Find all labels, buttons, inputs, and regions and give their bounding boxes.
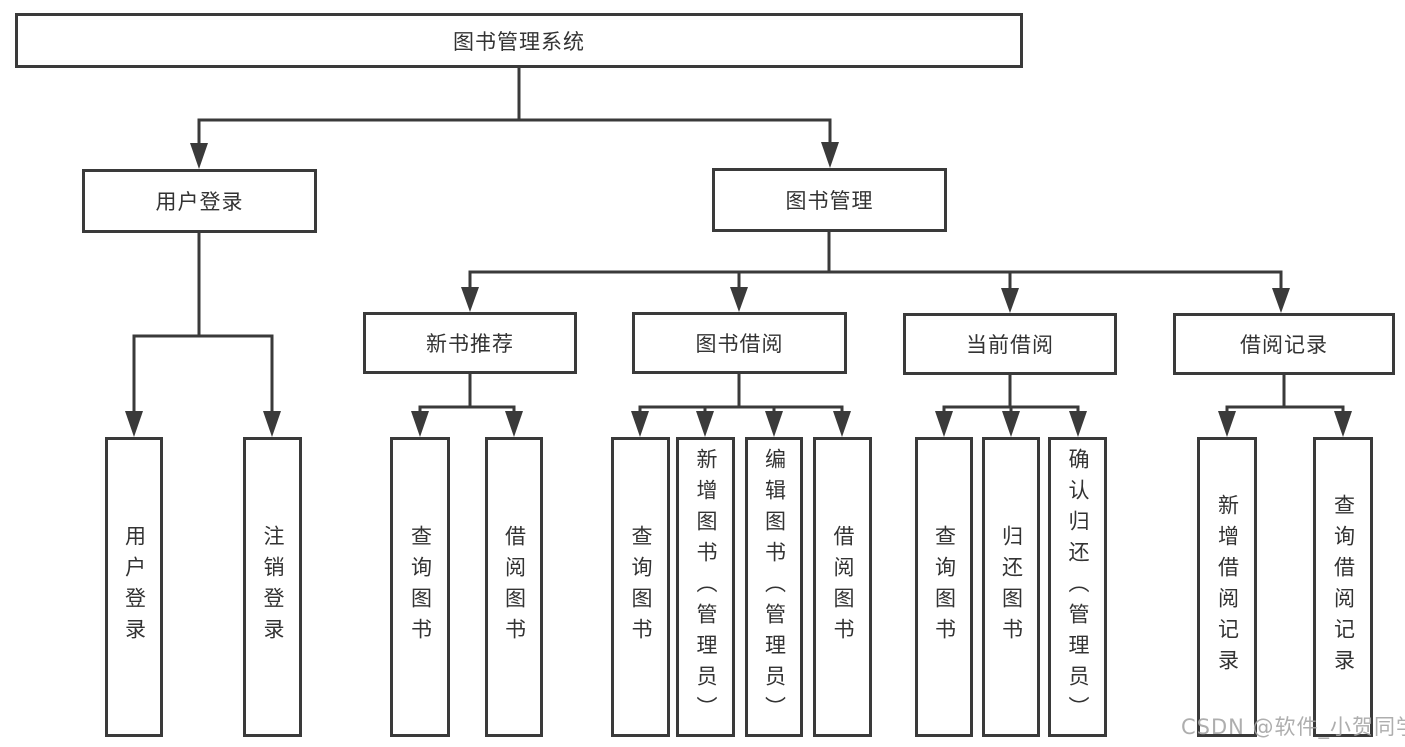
connector-book-mgmt-to-level3	[461, 230, 1290, 313]
leaf-query-book-2: 查询图书	[611, 437, 670, 737]
leaf-query-book-1: 查询图书	[390, 437, 450, 737]
node-label: 确认归还（管理员）	[1066, 447, 1090, 727]
leaf-borrow-book-1: 借阅图书	[485, 437, 543, 737]
node-book-mgmt: 图书管理	[712, 168, 947, 232]
node-label: 借阅图书	[831, 525, 855, 649]
leaf-query-borrow-record: 查询借阅记录	[1313, 437, 1373, 737]
leaf-user-login: 用户登录	[105, 437, 163, 737]
connector-root-to-level2	[197, 66, 832, 147]
node-label: 新增借阅记录	[1215, 494, 1240, 680]
node-label: 用户登录	[122, 525, 147, 649]
node-label: 图书管理系统	[453, 29, 585, 54]
leaf-query-book-3: 查询图书	[915, 437, 973, 737]
leaf-edit-book-admin: 编辑图书（管理员）	[745, 437, 803, 737]
leaf-confirm-return-admin: 确认归还（管理员）	[1048, 437, 1107, 737]
node-label: 用户登录	[155, 190, 244, 214]
node-label: 当前借阅	[966, 333, 1054, 357]
connector-borrow-records-to-leaves	[1218, 373, 1352, 437]
connector-new-book-rec-to-leaves	[411, 372, 523, 437]
node-new-book-rec: 新书推荐	[363, 312, 577, 374]
node-label: 图书借阅	[695, 332, 784, 356]
node-label: 查询图书	[629, 525, 653, 649]
connector-book-borrow-to-leaves	[631, 372, 851, 437]
node-label: 注销登录	[261, 525, 285, 649]
node-book-borrow: 图书借阅	[632, 312, 847, 374]
connector-root-arrows	[190, 142, 839, 169]
node-label: 归还图书	[999, 525, 1024, 649]
node-label: 查询图书	[932, 525, 957, 649]
csdn-watermark: CSDN @软件_小贺同学	[1181, 715, 1405, 739]
node-borrow-records: 借阅记录	[1173, 313, 1395, 375]
connector-current-borrow-to-leaves	[935, 373, 1087, 437]
leaf-return-book: 归还图书	[982, 437, 1040, 737]
node-label: 查询图书	[408, 525, 433, 649]
node-label: 借阅记录	[1240, 333, 1328, 357]
node-current-borrow: 当前借阅	[903, 313, 1117, 375]
node-label: 查询借阅记录	[1331, 494, 1356, 680]
node-label: 新增图书（管理员）	[694, 447, 718, 727]
node-root: 图书管理系统	[15, 13, 1023, 68]
leaf-add-book-admin: 新增图书（管理员）	[676, 437, 735, 737]
node-label: 图书管理	[785, 189, 874, 213]
leaf-add-borrow-record: 新增借阅记录	[1197, 437, 1257, 737]
node-label: 借阅图书	[502, 525, 527, 649]
node-label: 新书推荐	[426, 332, 514, 356]
node-label: 编辑图书（管理员）	[762, 447, 787, 727]
leaf-borrow-book-2: 借阅图书	[813, 437, 872, 737]
leaf-logout: 注销登录	[243, 437, 302, 737]
node-user-login: 用户登录	[82, 169, 317, 233]
connector-user-login-to-leaves	[125, 231, 281, 437]
